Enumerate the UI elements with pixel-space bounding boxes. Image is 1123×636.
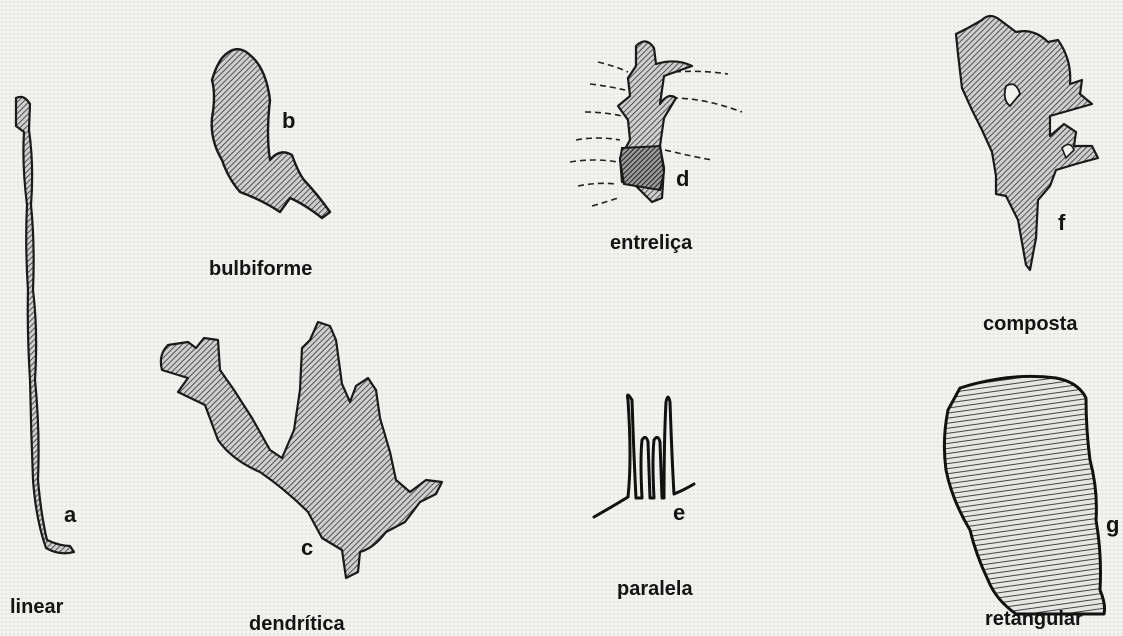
label-bulbiforme: bulbiforme [209,259,312,279]
label-retangular: retangular [985,609,1083,629]
label-paralela: paralela [617,579,693,599]
label-linear: linear [10,597,63,617]
label-letter-e: e [673,502,685,524]
label-entrelica: entreliça [610,233,692,253]
label-letter-g: g [1106,514,1119,536]
label-letter-b: b [282,110,295,132]
label-dendritica: dendrítica [249,614,345,634]
shape-linear [16,97,74,553]
label-letter-f: f [1058,212,1065,234]
label-letter-c: c [301,537,313,559]
shape-paralela [594,395,694,517]
label-letter-a: a [64,504,76,526]
shape-composta [956,16,1098,270]
label-letter-d: d [676,168,689,190]
shape-entrelica [570,41,742,206]
shape-retangular [944,376,1104,614]
label-composta: composta [983,314,1077,334]
shape-bulbiforme [212,49,330,218]
